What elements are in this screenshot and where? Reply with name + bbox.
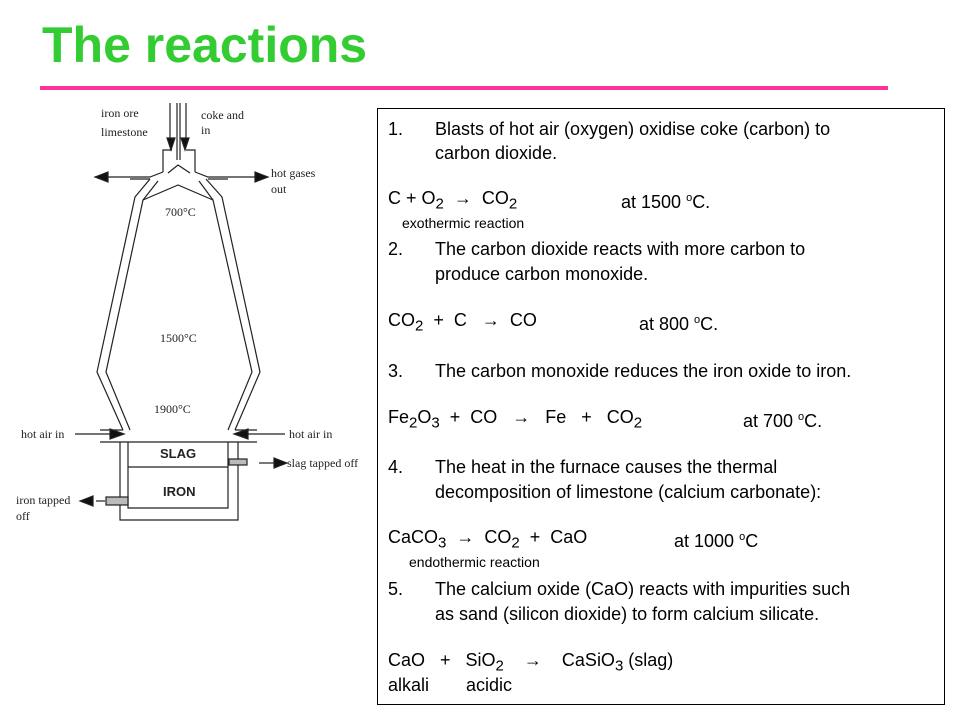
step-text: The heat in the furnace causes the therm… (435, 457, 778, 477)
label-in: in (201, 123, 211, 137)
condition-1: at 1500 oC. (621, 192, 711, 212)
hearth (78, 442, 289, 521)
label-slag-tapped: slag tapped off (287, 456, 359, 470)
label-iron-tapped: iron tapped (16, 493, 71, 507)
step-number: 2. (388, 239, 404, 259)
label-iron: IRON (163, 484, 196, 499)
feed-pipes (166, 103, 190, 160)
label-hot-air-in-right: hot air in (289, 427, 333, 441)
equation-2: CO2 + C → CO (388, 310, 537, 335)
step-number: 3. (388, 361, 404, 381)
step-text: decomposition of limestone (calcium carb… (435, 482, 822, 502)
furnace-shell (96, 178, 261, 431)
blast-furnace-diagram (75, 103, 289, 521)
label-out: out (271, 182, 287, 196)
reactions-box: 1. Blasts of hot air (oxygen) oxidise co… (377, 108, 945, 705)
label-hot-gases: hot gases (271, 166, 316, 180)
label-700c: 700°C (165, 205, 196, 219)
label-slag: SLAG (160, 446, 197, 461)
label-alkali: alkali (388, 675, 430, 695)
arrow-down-icon (166, 137, 176, 152)
equation-4: CaCO3 → CO2 + CaO (388, 527, 588, 552)
hot-air-inlets (75, 428, 285, 443)
furnace-top (93, 149, 270, 183)
arrow-right-icon (254, 171, 270, 183)
step-text: The carbon dioxide reacts with more carb… (435, 239, 806, 259)
step-number: 5. (388, 579, 404, 599)
label-limestone: limestone (101, 125, 148, 139)
step-number: 4. (388, 457, 404, 477)
arrow-down-icon (180, 137, 190, 152)
note-endothermic: endothermic reaction (409, 554, 540, 570)
step-text: as sand (silicon dioxide) to form calciu… (435, 604, 820, 624)
step-text: The calcium oxide (CaO) reacts with impu… (435, 579, 851, 599)
step-text: carbon dioxide. (435, 143, 558, 163)
step-text: The carbon monoxide reduces the iron oxi… (435, 361, 852, 381)
note-exothermic: exothermic reaction (402, 215, 525, 231)
step-number: 1. (388, 119, 404, 139)
label-1500c: 1500°C (160, 331, 197, 345)
label-iron-ore: iron ore (101, 106, 139, 120)
label-iron-tapped-off: off (16, 509, 30, 523)
condition-3: at 700 oC. (743, 411, 823, 431)
condition-2: at 800 oC. (639, 314, 719, 334)
label-acidic: acidic (466, 675, 513, 695)
equation-5: CaO + SiO2 → CaSiO3 (slag) (388, 650, 674, 675)
equation-3: Fe2O3 + CO → Fe + CO2 (388, 407, 643, 432)
slide-title: The reactions (42, 17, 368, 73)
arrow-left-icon (93, 171, 109, 183)
label-hot-air-in-left: hot air in (21, 427, 65, 441)
condition-4: at 1000 oC (674, 531, 759, 551)
step-text: Blasts of hot air (oxygen) oxidise coke … (435, 119, 831, 139)
step-text: produce carbon monoxide. (435, 264, 649, 284)
title-underline (40, 86, 888, 90)
label-1900c: 1900°C (154, 402, 191, 416)
label-coke: coke and (201, 108, 244, 122)
equation-1: C + O2 → CO2 (388, 188, 518, 213)
